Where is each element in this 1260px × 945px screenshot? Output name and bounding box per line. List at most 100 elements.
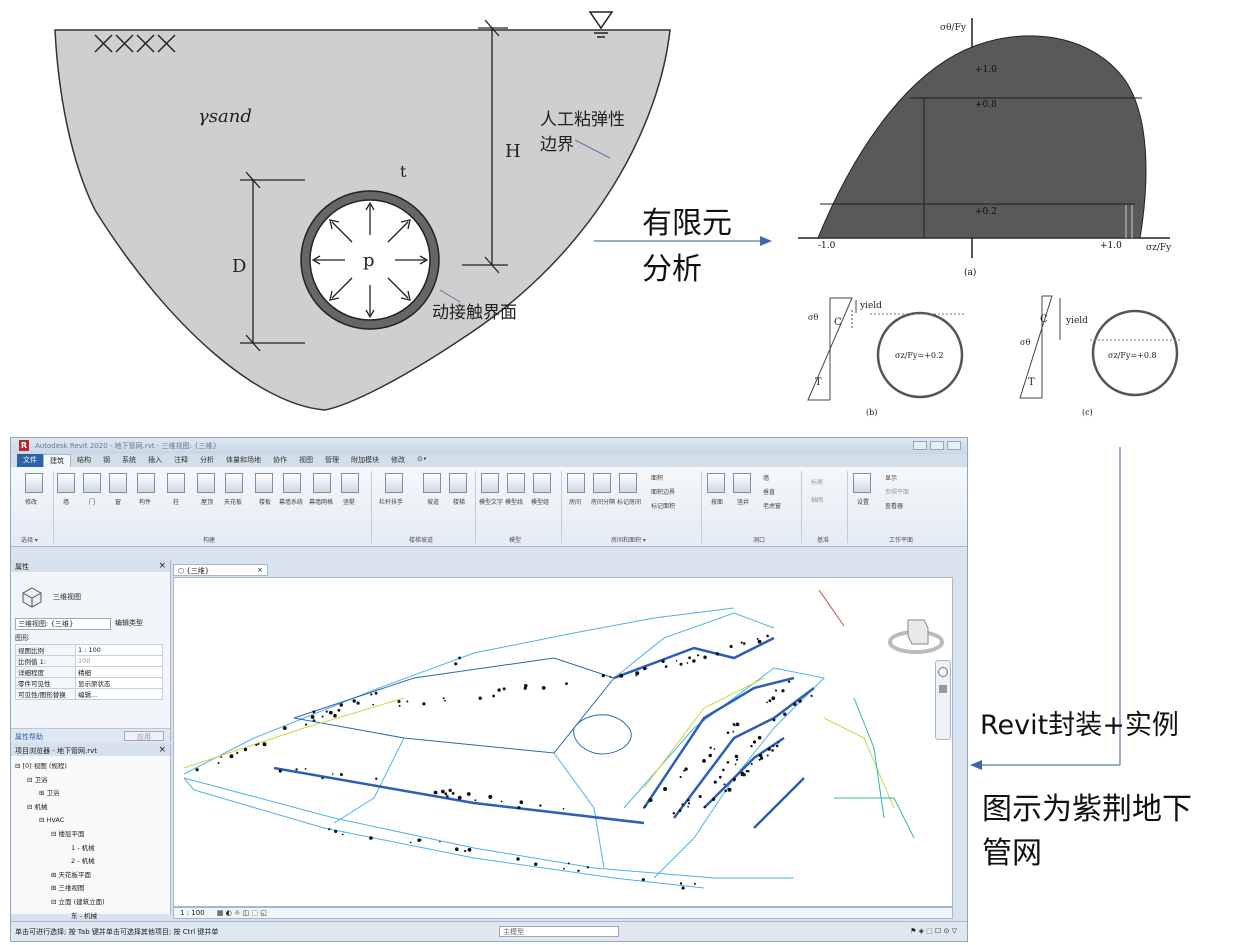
tag-room-button[interactable]: [619, 473, 637, 493]
group-select[interactable]: 选择 ▾: [21, 537, 38, 544]
list-item[interactable]: ⊞ 三维视图: [51, 884, 85, 893]
pipe-node: [758, 753, 763, 758]
tab-modify[interactable]: 修改: [391, 456, 405, 464]
level-label[interactable]: 标高: [811, 479, 824, 486]
tab-massing[interactable]: 体量和场地: [226, 456, 261, 464]
active-model-field[interactable]: 主模型: [499, 926, 619, 937]
area-label[interactable]: 面积: [651, 475, 664, 482]
zoom-icon[interactable]: [939, 685, 947, 693]
tab-addins[interactable]: 附加模块: [351, 456, 379, 464]
category-graphics[interactable]: 图形: [15, 634, 29, 642]
instance-selector[interactable]: 三维视图: {三维}: [15, 618, 111, 630]
show-label[interactable]: 显示: [885, 475, 898, 482]
wall-opening-label[interactable]: 墙: [763, 475, 770, 482]
viewer-label[interactable]: 查看器: [885, 503, 904, 510]
maximize-button[interactable]: [930, 441, 944, 450]
ceiling-button[interactable]: [225, 473, 243, 493]
window-button[interactable]: [109, 473, 127, 493]
list-item[interactable]: 1 - 机械: [71, 843, 95, 852]
pipe-node: [723, 783, 726, 786]
group-room-area[interactable]: 房间和面积 ▾: [611, 537, 646, 544]
pipe-node: [732, 723, 735, 726]
tab-extra[interactable]: ⊙•: [417, 455, 427, 463]
view-scale[interactable]: 1 : 100: [180, 909, 205, 917]
room-separator-button[interactable]: [593, 473, 611, 493]
tag-area-label[interactable]: 标记面积: [651, 503, 676, 510]
door-button[interactable]: [83, 473, 101, 493]
ref-plane-label[interactable]: 参照平面: [885, 489, 910, 496]
tab-annotate[interactable]: 注释: [174, 456, 188, 464]
grid-label[interactable]: 轴网: [811, 497, 824, 504]
detail-level-icon[interactable]: ▦ ◐ ☼ ◫ ⬚ ◱: [216, 909, 267, 917]
minimize-button[interactable]: [913, 441, 927, 450]
list-item[interactable]: ⊟ HVAC: [39, 816, 65, 825]
tab-manage[interactable]: 管理: [325, 456, 339, 464]
tab-steel[interactable]: 钢: [103, 456, 110, 464]
tab-insert[interactable]: 插入: [148, 456, 162, 464]
stair-button[interactable]: [449, 473, 467, 493]
edit-type-button[interactable]: 编辑类型: [115, 619, 143, 627]
view-cube[interactable]: [886, 610, 946, 660]
tab-view[interactable]: 视图: [299, 456, 313, 464]
list-item[interactable]: ⊟ [0] 视图 (规程): [15, 762, 67, 770]
roof-button[interactable]: [197, 473, 215, 493]
dormer-label[interactable]: 老虎窗: [763, 503, 782, 510]
pipe-node: [713, 780, 717, 784]
properties-help-link[interactable]: 属性帮助: [15, 733, 43, 741]
prop-value[interactable]: 精细: [75, 666, 163, 678]
curtain-grid-button[interactable]: [313, 473, 331, 493]
pipe-node: [734, 763, 737, 766]
modify-button[interactable]: [25, 473, 43, 493]
tab-structure[interactable]: 结构: [77, 456, 91, 464]
list-item[interactable]: 东 - 机械: [71, 911, 97, 920]
pipe-node: [321, 715, 324, 718]
navigation-bar[interactable]: [935, 660, 951, 740]
shaft-button[interactable]: [733, 473, 751, 493]
list-item[interactable]: 2 - 机械: [71, 857, 95, 866]
room-button[interactable]: [567, 473, 585, 493]
3d-viewport[interactable]: [173, 577, 953, 907]
tab-3d-view[interactable]: ⬡ {三维}×: [173, 564, 268, 576]
prop-value[interactable]: 显示原状态: [75, 677, 163, 689]
prop-value[interactable]: 1 : 100: [75, 644, 163, 656]
curtain-system-button[interactable]: [283, 473, 301, 493]
list-item[interactable]: ⊟ 立面 (建筑立面): [51, 897, 105, 906]
floor-button[interactable]: [255, 473, 273, 493]
model-group-button[interactable]: [533, 473, 551, 493]
model-line-button[interactable]: [507, 473, 525, 493]
list-item[interactable]: ⊟ 机械: [27, 802, 48, 811]
tab-architecture[interactable]: 建筑: [43, 454, 71, 467]
tab-analyze[interactable]: 分析: [200, 456, 214, 464]
component-button[interactable]: [137, 473, 155, 493]
column-button[interactable]: [167, 473, 185, 493]
pipe-node: [772, 718, 776, 722]
curtain-grid-label: 幕墙网格: [309, 499, 334, 506]
by-face-button[interactable]: [707, 473, 725, 493]
wall-button[interactable]: [57, 473, 75, 493]
list-item[interactable]: ⊞ 天花板平面: [51, 870, 92, 879]
prop-value[interactable]: 100: [75, 655, 163, 667]
tab-systems[interactable]: 系统: [122, 456, 136, 464]
tab-file[interactable]: 文件: [17, 454, 43, 467]
list-item[interactable]: ⊞ 卫浴: [39, 789, 60, 798]
model-text-button[interactable]: [481, 473, 499, 493]
pipe-node: [375, 777, 378, 780]
steering-wheel-icon[interactable]: [938, 667, 948, 677]
railing-label: 栏杆扶手: [379, 499, 404, 506]
tab-collaborate[interactable]: 协作: [273, 456, 287, 464]
list-item[interactable]: ⊟ 楼层平面: [51, 829, 85, 838]
railing-button[interactable]: [385, 473, 403, 493]
area-boundary-label[interactable]: 面积边界: [651, 489, 676, 496]
close-button[interactable]: [947, 441, 961, 450]
prop-value[interactable]: 编辑...: [75, 688, 163, 700]
list-item[interactable]: ⊟ 卫浴: [27, 775, 48, 784]
mullion-button[interactable]: [341, 473, 359, 493]
pipe-node: [444, 792, 448, 796]
vertical-label[interactable]: 垂直: [763, 489, 776, 496]
apply-button[interactable]: 应用: [124, 731, 164, 741]
close-icon[interactable]: ×: [257, 566, 263, 574]
ramp-button[interactable]: [423, 473, 441, 493]
set-button[interactable]: [853, 473, 871, 493]
close-icon[interactable]: ×: [158, 745, 166, 755]
close-icon[interactable]: ×: [158, 561, 166, 571]
